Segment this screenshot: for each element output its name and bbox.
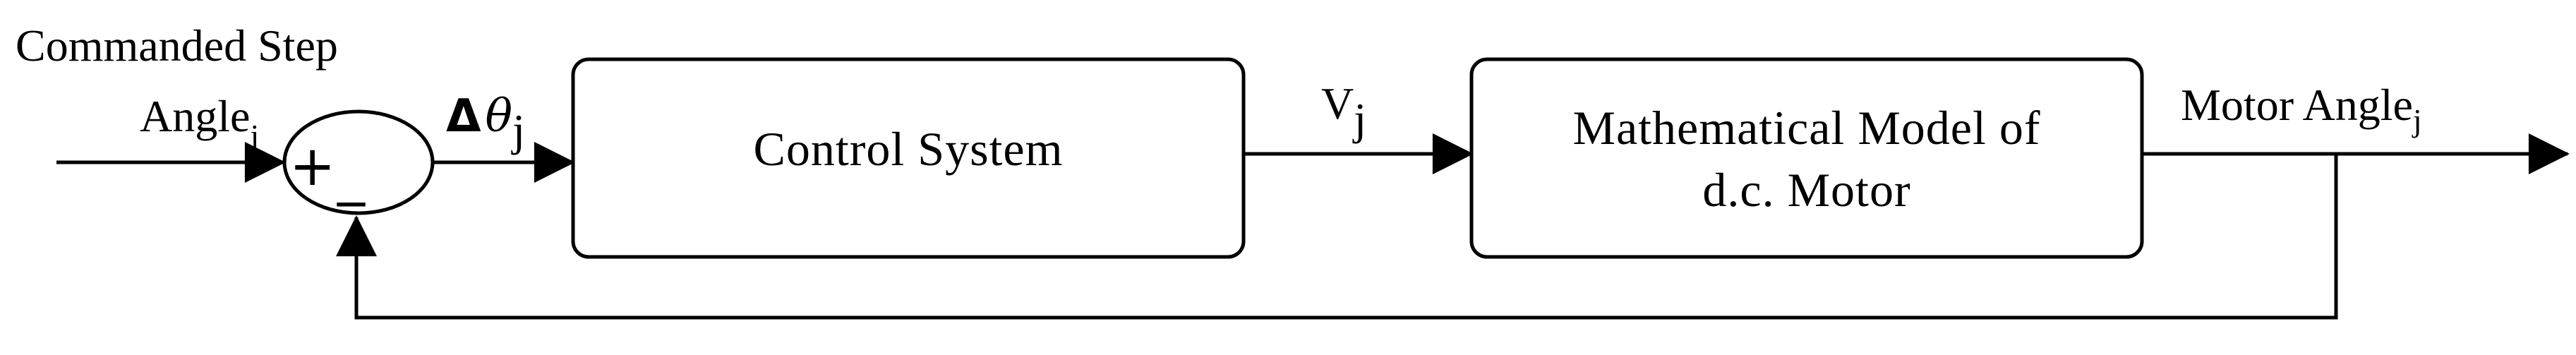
input-label-line2: Angle xyxy=(140,91,250,141)
output-sub: j xyxy=(2412,102,2422,138)
summing-minus: _ xyxy=(337,143,366,207)
control-system-label: Control System xyxy=(753,122,1063,176)
input-label-line1: Commanded Step xyxy=(16,20,338,71)
svg-text:Vj: Vj xyxy=(1321,78,1366,144)
error-sub: j xyxy=(511,105,525,155)
svg-text:Anglej: Anglej xyxy=(140,91,259,154)
motor-block-line1: Mathematical Model of xyxy=(1572,101,2040,155)
output-label: Motor Angle xyxy=(2181,80,2413,130)
svg-text:Δθj: Δθj xyxy=(446,90,525,155)
motor-model-block xyxy=(1469,57,2144,259)
motor-block-line2: d.c. Motor xyxy=(1702,163,1910,217)
svg-text:Motor Anglej: Motor Anglej xyxy=(2181,80,2422,138)
summing-plus: + xyxy=(289,135,335,198)
error-delta: Δ xyxy=(446,90,481,143)
input-label-sub: j xyxy=(248,118,259,154)
voltage-sub: j xyxy=(1352,94,1366,144)
control-system-block xyxy=(571,57,1246,259)
error-theta: θ xyxy=(486,90,513,143)
feedback-path xyxy=(336,154,2338,320)
voltage-label: V xyxy=(1321,78,1354,128)
